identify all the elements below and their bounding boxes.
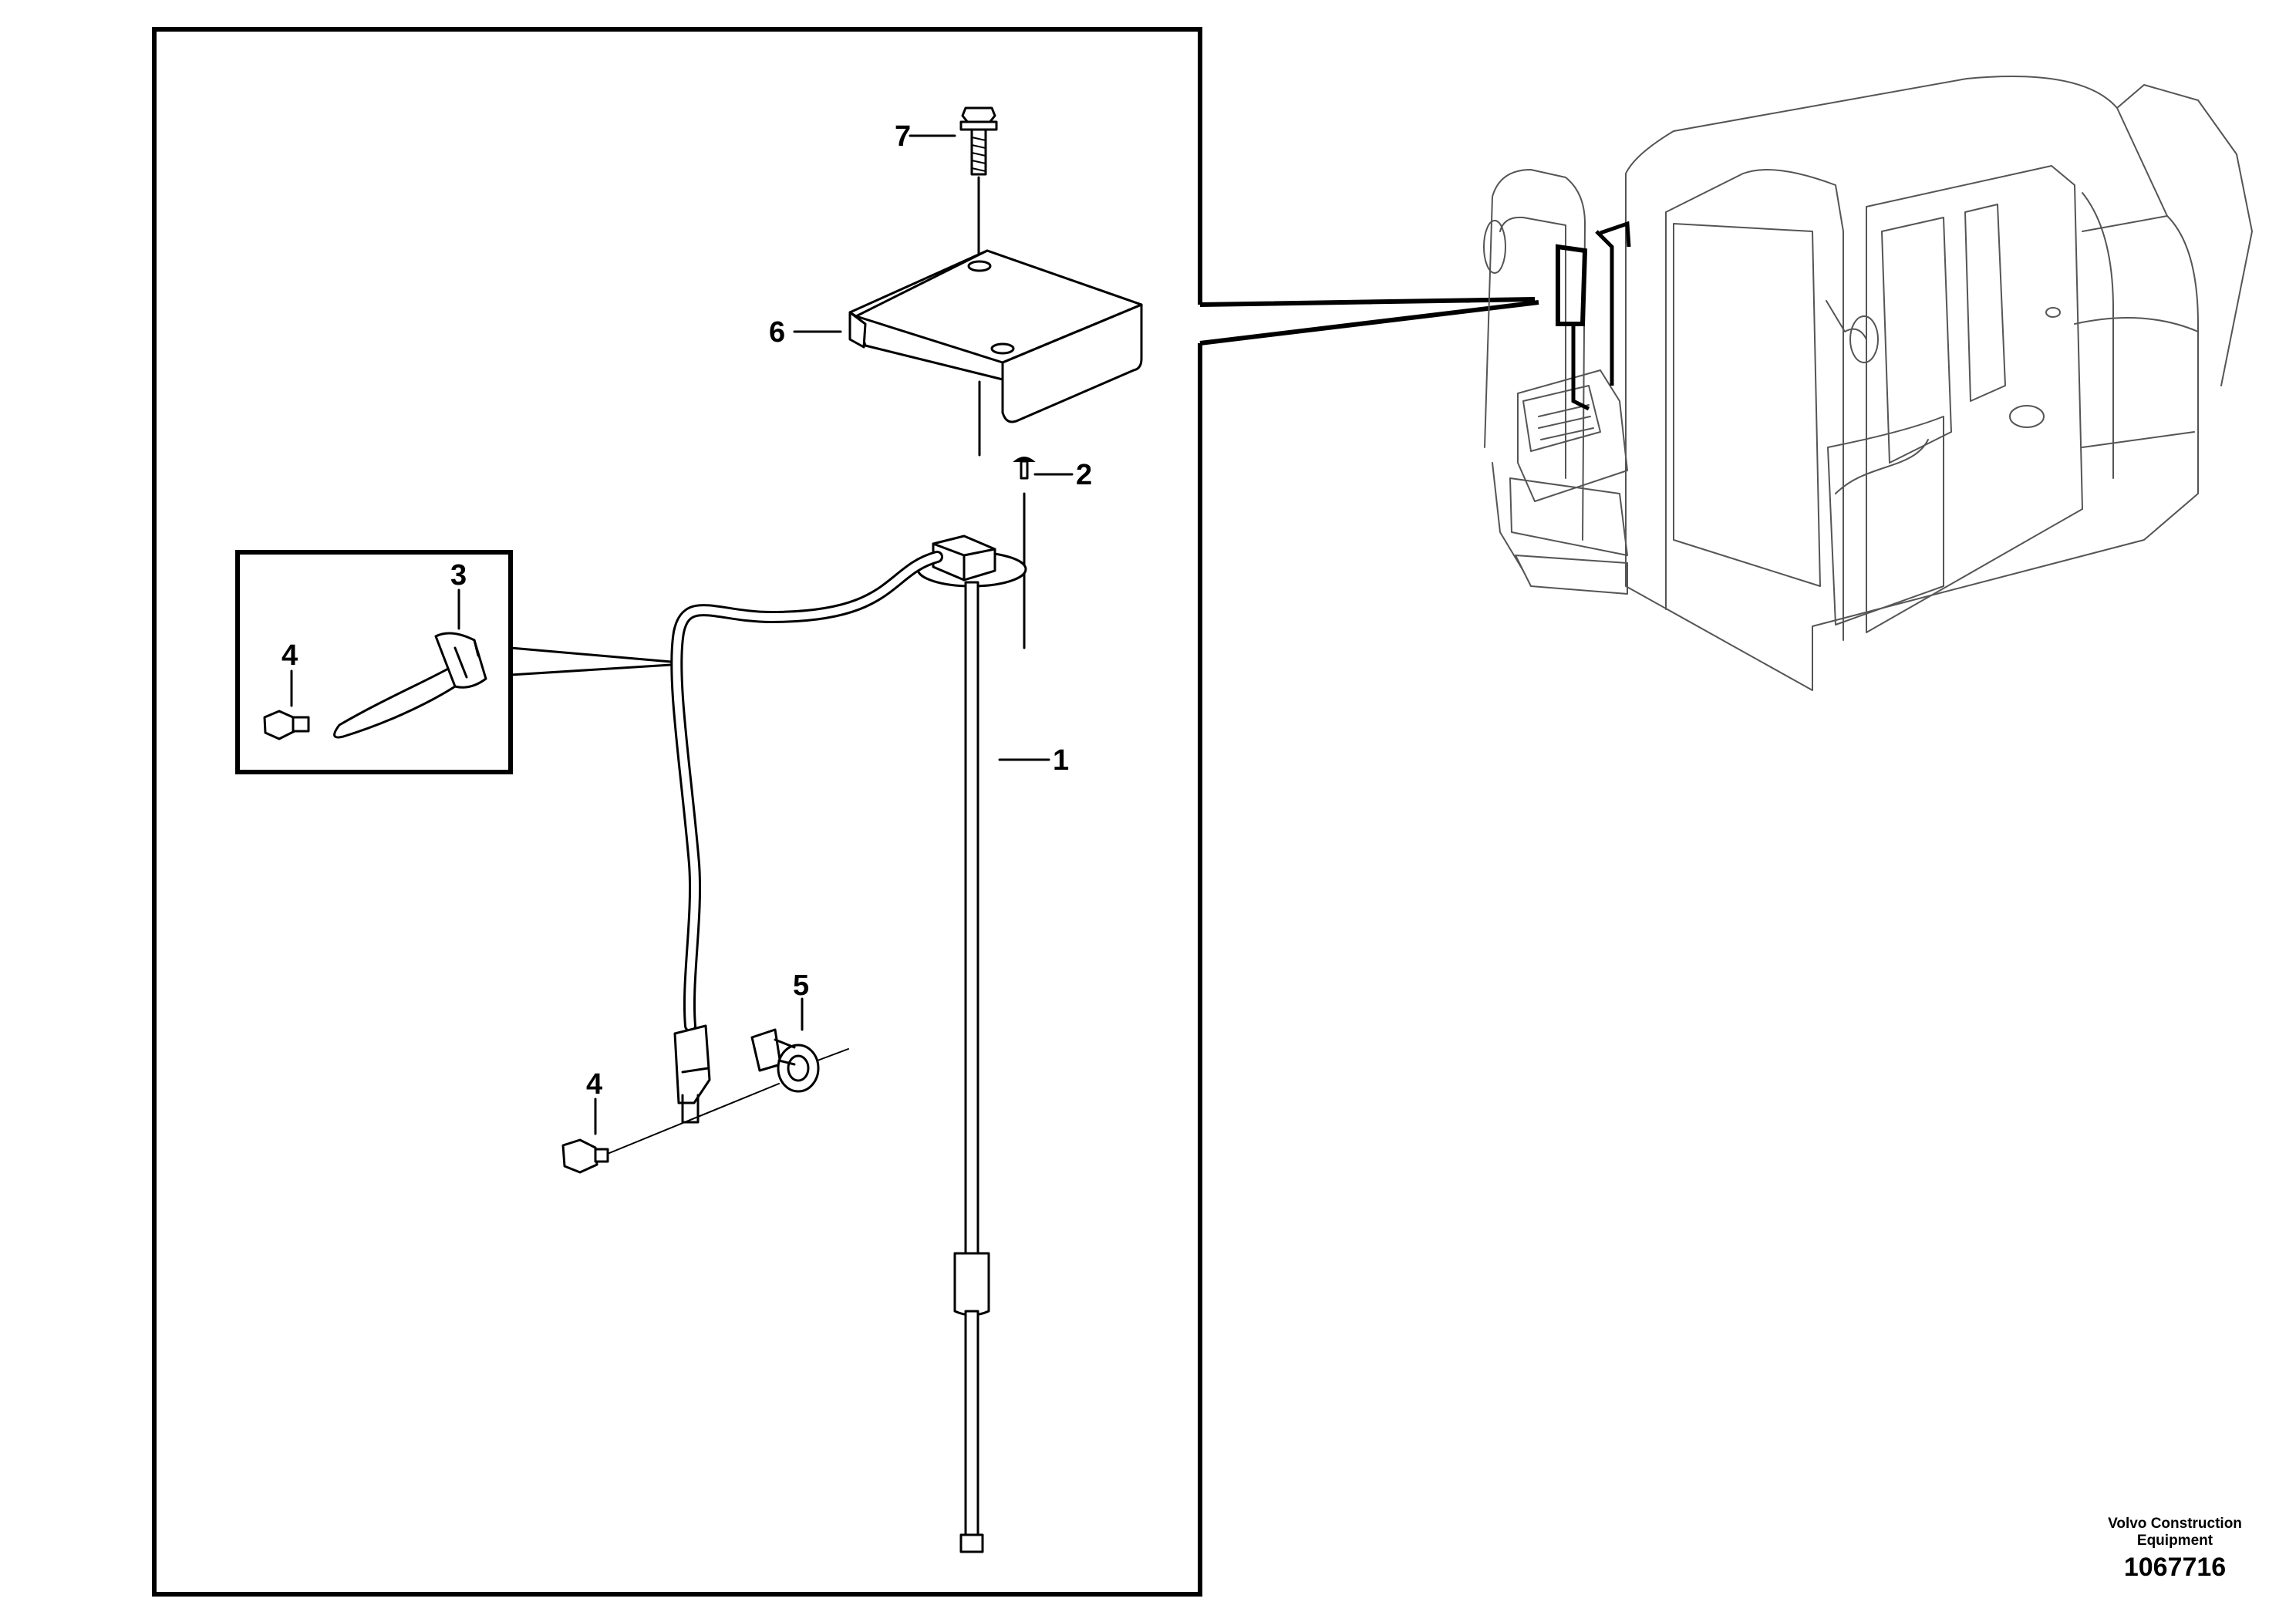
callout-4-inset: 4 — [282, 639, 298, 672]
callout-5: 5 — [793, 969, 809, 1002]
document-number: 1067716 — [2123, 1553, 2227, 1582]
callout-1: 1 — [1053, 744, 1069, 777]
main-frame — [152, 27, 1202, 1597]
bracket-part-6 — [793, 249, 1143, 457]
detail-inset — [235, 550, 673, 774]
clip-part-5 — [750, 997, 849, 1093]
callout-2: 2 — [1076, 459, 1092, 491]
brand-label: Volvo Construction Equipment — [2082, 1516, 2267, 1549]
callout-7: 7 — [895, 120, 911, 153]
callout-3: 3 — [450, 559, 467, 592]
bolt-part-7 — [909, 106, 998, 256]
callout-6: 6 — [769, 316, 785, 349]
brand-line-2: Equipment — [2136, 1533, 2213, 1549]
frame-pointer-lines — [1199, 297, 1539, 346]
callout-4-lower: 4 — [586, 1068, 602, 1101]
bolt-part-4-lower — [561, 1083, 780, 1174]
brand-line-1: Volvo Construction — [2108, 1516, 2242, 1532]
level-sensor-part-1 — [916, 534, 1050, 1553]
screw-part-2 — [1013, 457, 1074, 649]
machine-overview — [1483, 76, 2253, 691]
cable-harness — [670, 551, 943, 1124]
